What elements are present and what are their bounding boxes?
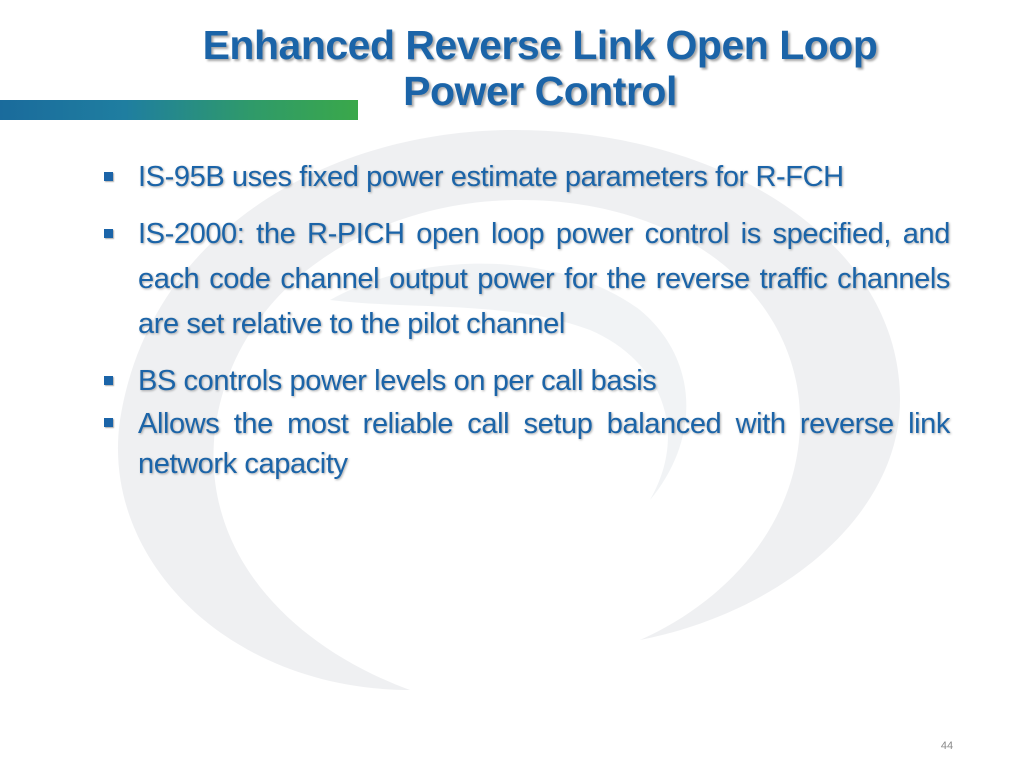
bullet-item: IS-2000: the R-PICH open loop power cont…: [102, 212, 950, 347]
title-line-1: Enhanced Reverse Link Open Loop: [202, 22, 878, 68]
bullet-text: BS controls power levels on per call bas…: [138, 365, 657, 397]
title-accent-bar: [0, 100, 358, 120]
square-bullet-icon: [104, 172, 113, 181]
square-bullet-icon: [104, 229, 113, 238]
watermark-inner-swoosh: [330, 263, 687, 500]
bullet-text: Allows the most reliable call setup bala…: [138, 408, 950, 480]
slide-title: Enhanced Reverse Link Open Loop Power Co…: [180, 22, 900, 114]
square-bullet-icon: [104, 418, 113, 427]
bullet-item: BS controls power levels on per call bas…: [102, 359, 950, 404]
bullet-text: IS-2000: the R-PICH open loop power cont…: [138, 218, 950, 340]
bullet-item: IS-95B uses fixed power estimate paramet…: [102, 155, 950, 200]
page-number: 44: [940, 740, 954, 752]
square-bullet-icon: [104, 376, 113, 385]
bullet-item: Allows the most reliable call setup bala…: [102, 404, 950, 484]
bullet-list: IS-95B uses fixed power estimate paramet…: [102, 155, 950, 484]
bullet-text: IS-95B uses fixed power estimate paramet…: [138, 161, 844, 193]
title-line-2: Power Control: [403, 68, 677, 114]
